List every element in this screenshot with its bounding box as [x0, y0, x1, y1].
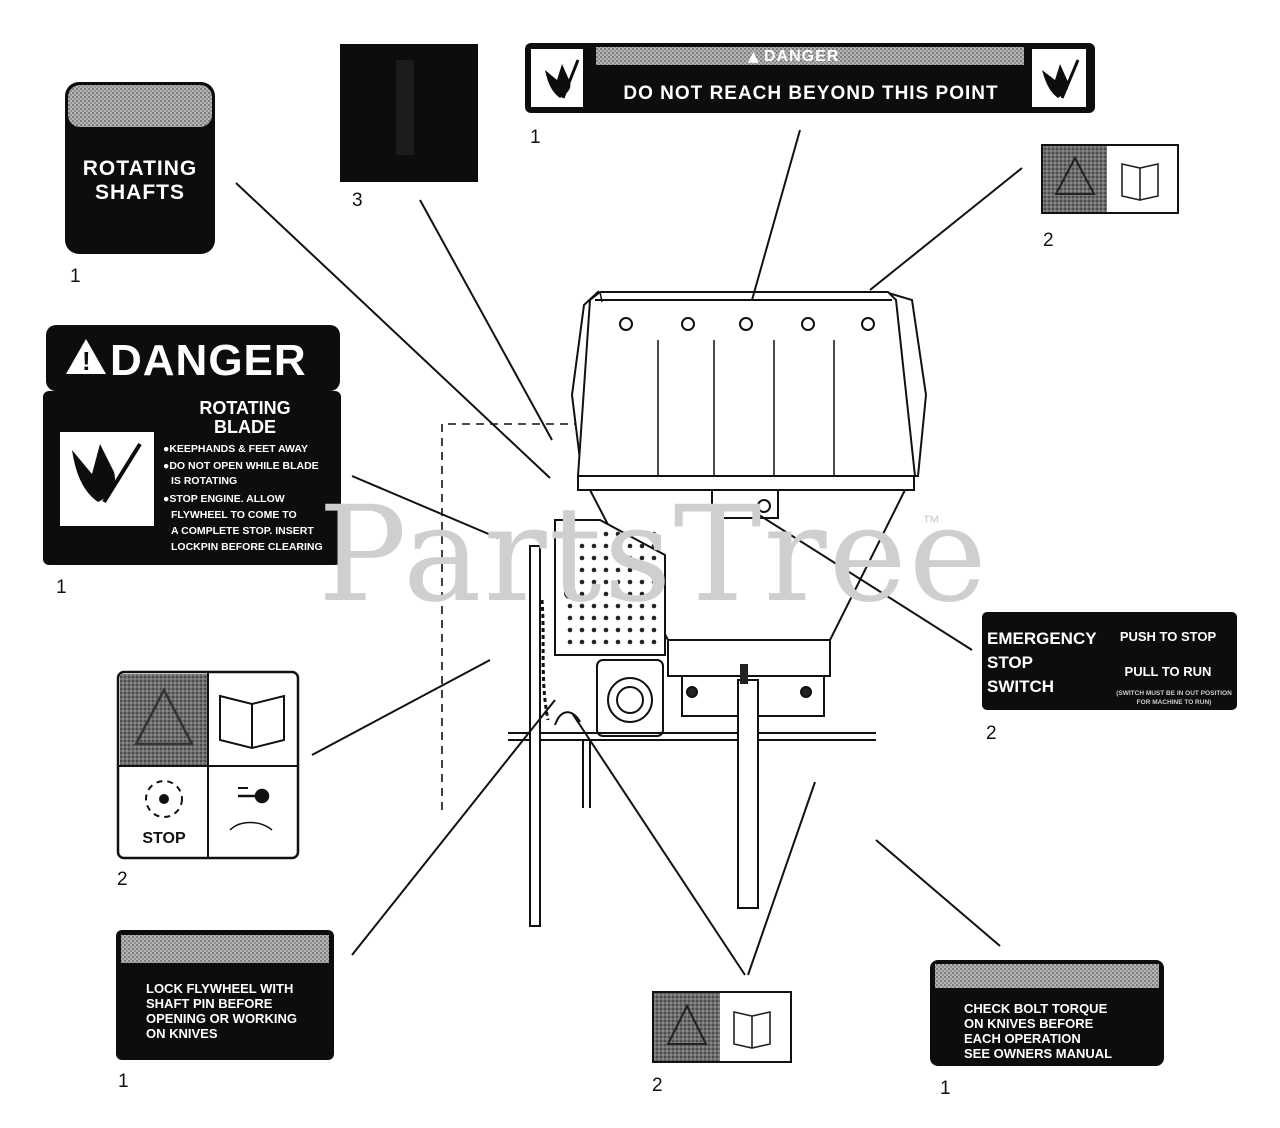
decal-danger-reach: ▲ DANGER DO NOT REACH BEYOND THIS POINT — [525, 43, 1095, 113]
manual-book-icon — [219, 694, 285, 750]
callout-bolt-torque: 1 — [940, 1078, 951, 1099]
manual-book-icon — [733, 1011, 771, 1049]
callout-blank-decal: 3 — [352, 190, 363, 211]
caution-lock-line: SHAFT PIN BEFORE — [146, 996, 273, 1011]
callout-emergency-stop: 2 — [986, 723, 997, 744]
warning-triangle-icon: ▲ — [748, 49, 759, 65]
manual-book-icon — [1121, 163, 1159, 201]
hand-cut-icon — [1042, 64, 1069, 98]
danger-reach-text: DO NOT REACH BEYOND THIS POINT — [623, 83, 998, 104]
danger-blade-bullet: FLYWHEEL TO COME TO — [171, 509, 297, 521]
danger-blade-bullet: ●KEEPHANDS & FEET AWAY — [163, 443, 308, 455]
decal-blank — [340, 44, 478, 182]
decal-caution-lock: LOCK FLYWHEEL WITH SHAFT PIN BEFORE OPEN… — [116, 930, 334, 1060]
danger-blade-header: DANGER — [110, 336, 307, 385]
bolt-torque-line: SEE OWNERS MANUAL — [964, 1046, 1112, 1061]
caution-lock-line: OPENING OR WORKING — [146, 1011, 297, 1026]
decal-four-panel: STOP — [116, 670, 300, 860]
emergency-stop-left: STOP — [987, 653, 1033, 672]
warning-triangle-icon — [1054, 155, 1096, 195]
parts-tree-watermark: PartsTree — [318, 478, 989, 632]
decal-rotating-shafts: ROTATING SHAFTS — [65, 82, 215, 254]
bolt-torque-line: ON KNIVES BEFORE — [964, 1016, 1094, 1031]
trademark-symbol: ™ — [922, 512, 940, 532]
lockpin-icon — [229, 787, 273, 831]
rotating-shafts-line1: ROTATING — [83, 157, 198, 180]
chipper-machine — [441, 290, 928, 927]
four-panel-stop-label: STOP — [142, 830, 186, 847]
rotating-shafts-line2: SHAFTS — [95, 181, 185, 204]
bolt-torque-line: CHECK BOLT TORQUE — [964, 1001, 1108, 1016]
emergency-stop-fine: FOR MACHINE TO RUN) — [1137, 699, 1212, 706]
caution-lock-line: LOCK FLYWHEEL WITH — [146, 981, 293, 996]
callout-rotating-shafts: 1 — [70, 266, 81, 287]
decal-emergency-stop: EMERGENCY STOP SWITCH PUSH TO STOP PULL … — [982, 612, 1237, 710]
warning-triangle-icon — [133, 687, 195, 746]
danger-reach-header: DANGER — [764, 48, 839, 65]
decal-small-icon-top — [1041, 144, 1179, 214]
hand-cut-icon — [545, 64, 571, 98]
decal-danger-blade: ! DANGER ROTATING BLADE ●KEEPHANDS & FEE… — [43, 325, 341, 565]
callout-caution-lock: 1 — [118, 1071, 129, 1092]
callout-danger-blade: 1 — [56, 577, 67, 598]
decal-small-icon-bottom — [652, 991, 792, 1063]
decal-bolt-torque: CHECK BOLT TORQUE ON KNIVES BEFORE EACH … — [930, 960, 1164, 1066]
emergency-stop-pull: PULL TO RUN — [1125, 664, 1212, 679]
callout-small-icon-top: 2 — [1043, 230, 1054, 251]
bolt-torque-line: EACH OPERATION — [964, 1031, 1081, 1046]
svg-text:!: ! — [82, 346, 91, 376]
callout-small-icon-bottom: 2 — [652, 1075, 663, 1096]
danger-blade-bullet: ●DO NOT OPEN WHILE BLADE — [163, 460, 319, 472]
danger-blade-bullet: ●STOP ENGINE. ALLOW — [163, 493, 285, 505]
emergency-stop-push: PUSH TO STOP — [1120, 629, 1217, 644]
emergency-stop-left: SWITCH — [987, 677, 1054, 696]
callout-danger-reach: 1 — [530, 127, 541, 148]
danger-blade-title1: ROTATING — [199, 398, 290, 418]
rotating-blade-icon — [145, 780, 183, 818]
danger-blade-title2: BLADE — [214, 417, 276, 437]
danger-blade-bullet: LOCKPIN BEFORE CLEARING — [171, 541, 323, 553]
hand-cut-icon — [72, 444, 116, 502]
warning-triangle-icon — [66, 339, 106, 374]
danger-blade-bullet: IS ROTATING — [171, 475, 237, 487]
emergency-stop-fine: (SWITCH MUST BE IN OUT POSITION — [1116, 690, 1232, 697]
leader-lines — [235, 129, 1023, 976]
emergency-stop-left: EMERGENCY — [987, 629, 1097, 648]
caution-lock-line: ON KNIVES — [146, 1026, 218, 1041]
callout-four-panel: 2 — [117, 869, 128, 890]
warning-triangle-icon — [666, 1003, 708, 1045]
danger-blade-bullet: A COMPLETE STOP. INSERT — [171, 525, 314, 537]
